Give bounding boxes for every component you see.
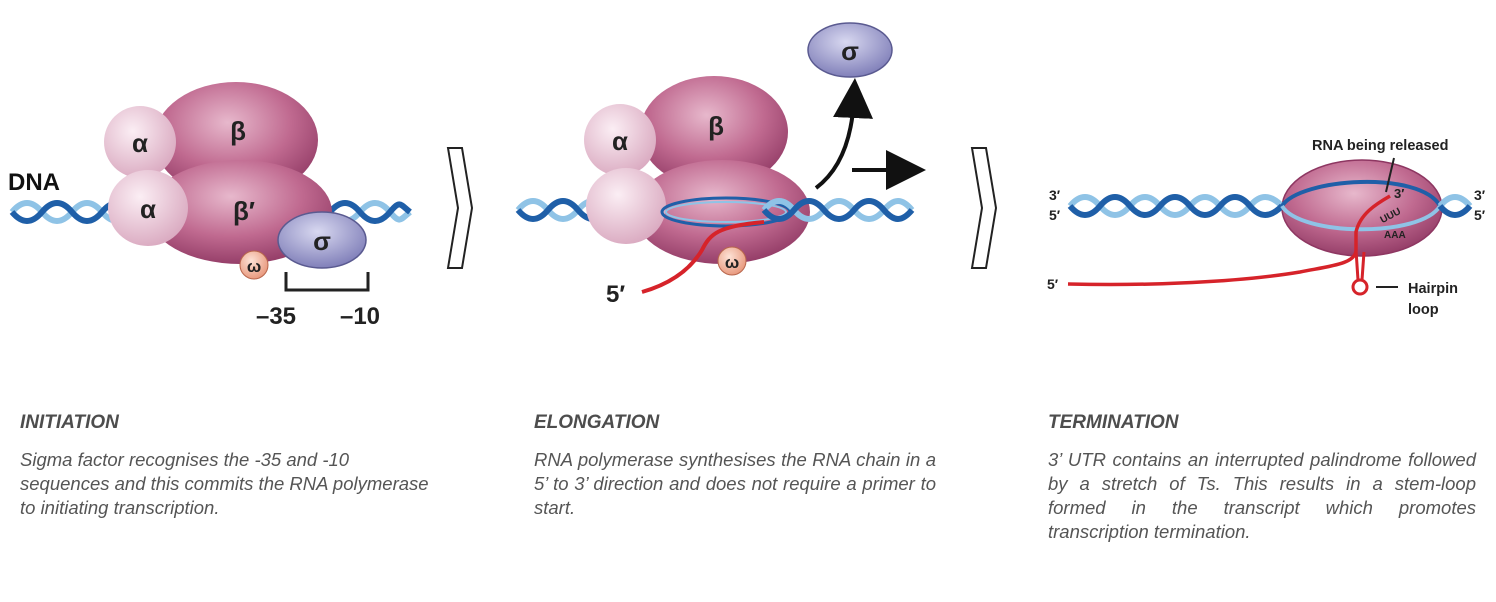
dna-5prime-right: 5′ [1474,207,1486,223]
rna-transcript [1067,194,1391,287]
hairpin-loop [1351,278,1369,296]
omega-subunit [239,250,269,280]
dna-3prime-right: 3′ [1474,187,1486,203]
bubble-bottom-strand [1280,204,1442,232]
sigma-release-arrow [814,78,874,190]
sigma-label: σ [313,226,331,256]
dna-strand-light-right [761,198,915,222]
rna-3prime-label: 3′ [1394,186,1404,201]
hairpin-label-line2: loop [1408,302,1439,318]
elongation-text: RNA polymerase synthesises the RNA chain… [534,449,936,518]
termination-text: 3’ UTR contains an interrupted palindrom… [1048,449,1476,542]
beta-prime-label: β′ [233,196,255,226]
alpha-label-bottom: α [140,194,156,224]
dna-strand-light [1067,194,1285,218]
rna-5prime-label: 5′ [606,281,625,308]
minus35-label: –35 [256,303,296,330]
rna-5prime-label: 5′ [1047,276,1059,292]
omega-subunit [717,246,747,276]
transcription-bubble-inner [665,201,787,223]
beta-label: β [708,111,724,141]
alpha-subunit-bottom [108,170,188,246]
dna-helix-termination [1067,180,1473,232]
initiation-text: Sigma factor recognises the -35 and -10 … [20,449,429,518]
rna-released-label: RNA being released [1312,138,1448,154]
released-sigma [807,22,893,78]
polymerase-core [1281,159,1443,257]
termination-caption: TERMINATION 3’ UTR contains an interrupt… [1048,412,1476,544]
step-arrow-1 [446,147,474,269]
omega-label: ω [725,253,739,272]
elongation-title: ELONGATION [534,412,660,433]
aaa-label: AAA [1384,230,1406,241]
beta-prime-subunit [634,160,810,264]
step-arrow-2 [970,147,998,269]
bubble-top-strand [1280,180,1442,208]
sigma-subunit [277,211,367,269]
initiation-caption: INITIATION Sigma factor recognises the -… [20,412,430,520]
alpha-subunit-top [584,104,656,176]
initiation-panel: DNA α β α β′ σ ω –35 –10 [8,82,412,330]
initiation-title: INITIATION [20,412,119,433]
beta-label: β [230,116,246,146]
dna-strand-dark [1067,194,1285,218]
minus10-label: –10 [340,303,380,330]
termination-title: TERMINATION [1048,412,1179,433]
rna-transcript [641,220,765,294]
elongation-panel: α β ω 5′ σ [515,22,926,308]
beta-subunit [640,76,788,188]
released-sigma-label: σ [841,36,859,66]
alpha-subunit-bottom [586,168,666,244]
dna-5prime-left: 5′ [1049,207,1061,223]
alpha-label-top: α [612,126,628,156]
elongation-caption: ELONGATION RNA polymerase synthesises th… [534,412,936,520]
dna-strand-dark-right [1437,203,1473,218]
dna-3prime-left: 3′ [1049,187,1061,203]
alpha-subunit-top [104,106,176,178]
dna-strand-light-right [1437,194,1473,209]
hairpin-label-line1: Hairpin [1408,281,1458,297]
hairpin-stem [1354,249,1366,281]
dna-helix-elongation-right [761,198,915,222]
dna-label: DNA [8,169,60,196]
dna-strand-dark-right [761,198,915,222]
omega-label: ω [247,257,261,276]
termination-panel: RNA being released 3′ 5′ 3′ 5′ 3′ UUU AA… [1047,138,1486,318]
released-rna-pointer [1385,157,1395,193]
alpha-label-top: α [132,128,148,158]
promoter-bracket [284,272,370,292]
